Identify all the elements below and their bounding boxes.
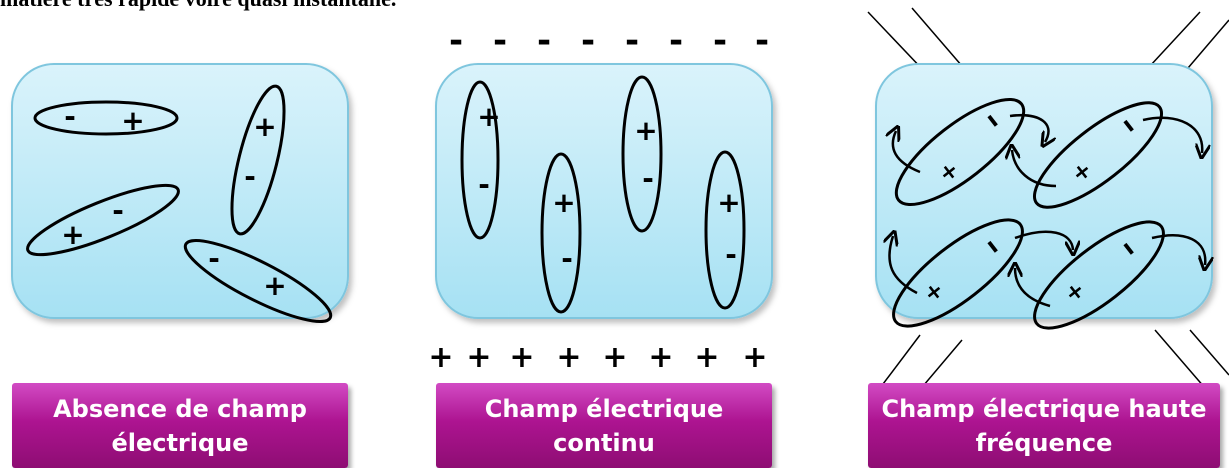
- panel-3-box: [875, 63, 1213, 319]
- rotation-arrow: [1009, 113, 1048, 142]
- plus-sign: +: [477, 100, 500, 133]
- dipole: [621, 75, 663, 233]
- rotation-arrow: [1142, 116, 1202, 153]
- plus-sign: +: [556, 340, 581, 375]
- panel-3-label-line2: fréquence: [975, 428, 1113, 457]
- dipole: [1032, 101, 1164, 209]
- panel-2-box: [435, 63, 773, 319]
- dipole: [704, 150, 746, 310]
- minus-sign: -: [208, 242, 220, 275]
- minus-sign: -: [493, 21, 507, 61]
- minus-sign: -: [642, 162, 654, 195]
- rotation-arrow: [1015, 268, 1051, 308]
- plus-sign: +: [552, 186, 575, 219]
- plus-sign: +: [121, 104, 144, 137]
- panel-1-box: [11, 63, 349, 319]
- minus-sign: -: [244, 160, 256, 193]
- dipole: [230, 84, 286, 236]
- panel-2-label: Champ électrique continu: [436, 383, 772, 468]
- top-text-fragment: matière très rapide voire quasi instanta…: [0, 0, 600, 16]
- dipole: [894, 97, 1026, 207]
- minus-sign: -: [561, 242, 573, 275]
- plus-sign: +: [263, 269, 286, 302]
- minus-sign: -: [713, 21, 727, 61]
- minus-sign: -: [537, 21, 551, 61]
- dipole: [1033, 220, 1165, 330]
- dipole: [183, 239, 333, 323]
- panel-3-label-line1: Champ électrique haute: [881, 394, 1207, 423]
- minus-sign: -: [112, 194, 124, 227]
- panel-2-label-line1: Champ électrique: [484, 394, 724, 423]
- panel-1-dipoles: [26, 84, 333, 323]
- plus-sign: +: [694, 340, 719, 375]
- plus-sign: +: [634, 114, 657, 147]
- dipole: [892, 218, 1024, 328]
- plus-sign: +: [61, 218, 84, 251]
- minus-sign: -: [755, 21, 769, 61]
- plus-sign: +: [717, 186, 740, 219]
- minus-sign: -: [669, 21, 683, 61]
- panel-3-dipoles: [892, 97, 1165, 330]
- plus-sign: +: [466, 340, 491, 375]
- panel-3-label: Champ électrique haute fréquence: [868, 383, 1220, 468]
- dipole: [540, 152, 582, 314]
- bottom-electrode-charges: + + + + + + + +: [428, 340, 767, 375]
- panel-2-label-line2: continu: [553, 428, 655, 457]
- plus-sign: +: [742, 340, 767, 375]
- panel-2-dipoles: [460, 75, 746, 314]
- plus-sign: +: [428, 340, 453, 375]
- panel-1-label: Absence de champ électrique: [12, 383, 348, 468]
- panel-1-label-line2: électrique: [111, 428, 249, 457]
- rotation-arrow: [1014, 230, 1073, 250]
- plus-sign: +: [253, 110, 276, 143]
- top-electrode-charges: - - - - - - - -: [449, 21, 769, 61]
- minus-sign: -: [725, 238, 737, 271]
- dipole: [460, 80, 500, 240]
- minus-sign: -: [449, 21, 463, 61]
- dipole: [33, 100, 179, 136]
- plus-sign: +: [648, 340, 673, 375]
- dipole: [26, 183, 180, 257]
- rotation-arrows: [889, 113, 1205, 308]
- minus-sign: -: [478, 168, 490, 201]
- rotation-arrow: [1151, 234, 1205, 265]
- minus-sign: -: [625, 21, 639, 61]
- rotation-arrow: [1012, 150, 1057, 188]
- plus-sign: +: [509, 340, 534, 375]
- rotation-arrow: [889, 236, 918, 295]
- rotation-arrow: [893, 131, 921, 174]
- panel-1-label-line1: Absence de champ: [53, 394, 307, 423]
- minus-sign: -: [64, 100, 76, 133]
- minus-sign: -: [581, 21, 595, 61]
- plus-sign: +: [602, 340, 627, 375]
